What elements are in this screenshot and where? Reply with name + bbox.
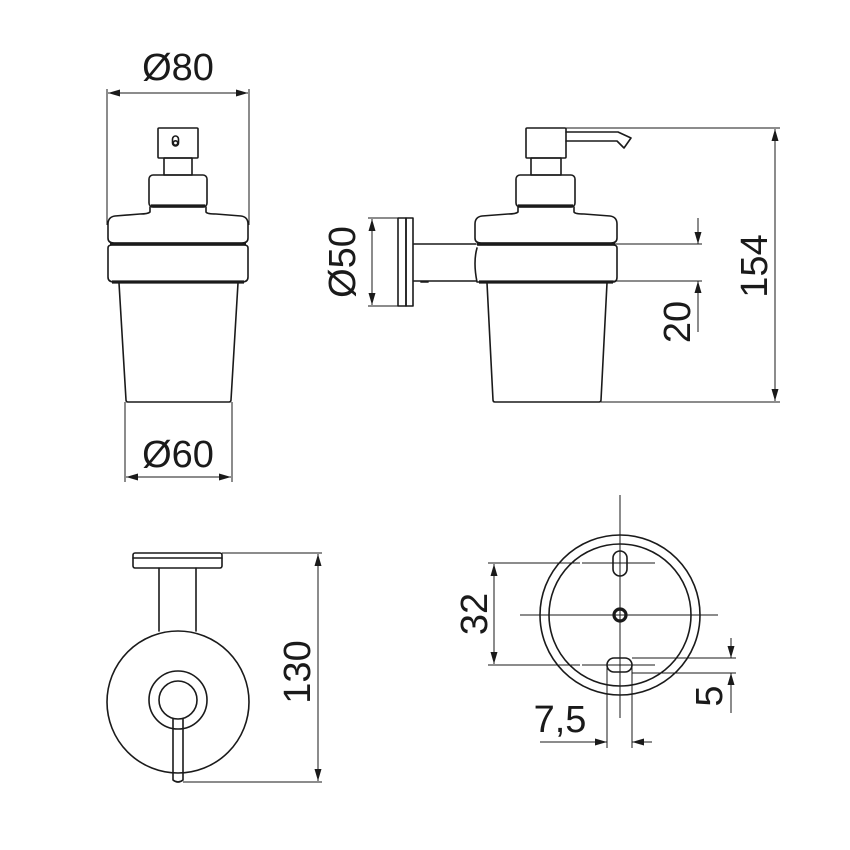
wall-plate [397,217,407,307]
top-view: 130 [106,552,322,783]
dim-wall-plate-diameter: Ø50 [322,226,364,298]
dim-bottom-diameter: Ø60 [142,434,214,476]
pump-stem-side [530,157,562,176]
side-view: Ø50 20 154 [322,127,780,403]
glass-container-side [486,282,608,403]
pump-head-side [525,127,567,159]
glass-container [118,282,239,403]
pump-spout [565,131,632,149]
cap-top-side [474,206,618,244]
cap-ring-side [474,244,618,283]
dim-slot-width: 7,5 [534,699,587,741]
pump-circle [158,680,198,720]
dim-top-view-height: 130 [277,640,319,703]
pump-stem [163,157,193,176]
spout-top [172,718,184,783]
front-view: Ø80 Ø60 [106,47,250,482]
pump-collar [148,174,208,208]
wall-plate-view: 32 5 7,5 [454,495,736,748]
cap-ring [107,244,249,283]
center-screw-icon [612,607,628,623]
dim-top-diameter: Ø80 [142,47,214,89]
cap-top [107,206,249,244]
dim-ring-height: 20 [657,301,699,343]
wall-plate-top [132,552,223,569]
cap-circle [106,630,250,774]
pump-collar-side [515,174,576,208]
dim-slot-height: 5 [689,685,731,706]
dim-total-height: 154 [734,234,776,297]
dim-hole-spacing: 32 [454,593,496,635]
